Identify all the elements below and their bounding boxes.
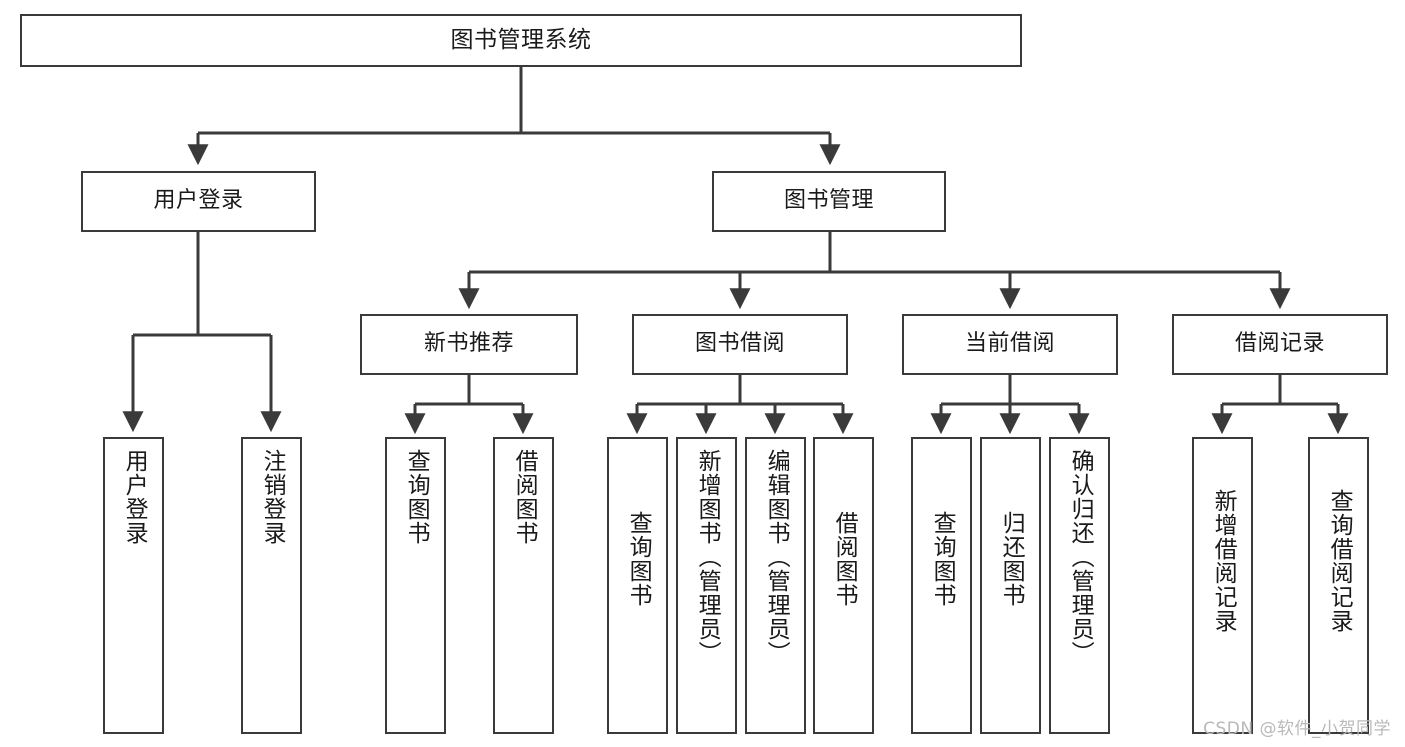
node-current-borrow[interactable]: 当前借阅: [902, 314, 1118, 375]
leaf-record-add-record[interactable]: 新增借阅记录: [1192, 437, 1253, 734]
node-label: 注销登录: [259, 449, 286, 545]
node-label: 编辑图书（管理员）: [763, 449, 790, 665]
node-root-system[interactable]: 图书管理系统: [20, 14, 1022, 67]
leaf-record-query-record[interactable]: 查询借阅记录: [1308, 437, 1369, 734]
leaf-borrow-edit-book-admin[interactable]: 编辑图书（管理员）: [745, 437, 806, 734]
node-label: 归还图书: [998, 511, 1025, 607]
leaf-borrow-query-book[interactable]: 查询图书: [607, 437, 668, 734]
node-label: 图书借阅: [694, 331, 785, 357]
leaf-recommend-query-book[interactable]: 查询图书: [385, 437, 446, 734]
node-label: 借阅图书: [511, 449, 538, 545]
node-label: 查询图书: [929, 511, 956, 607]
node-label: 新书推荐: [423, 331, 514, 357]
node-borrow-record[interactable]: 借阅记录: [1172, 314, 1388, 375]
node-label: 当前借阅: [964, 331, 1055, 357]
node-book-borrow[interactable]: 图书借阅: [632, 314, 848, 375]
node-label: 查询图书: [625, 511, 652, 607]
node-user-login[interactable]: 用户登录: [81, 171, 316, 232]
node-label: 确认归还（管理员）: [1067, 449, 1094, 665]
node-label: 图书管理: [783, 188, 874, 214]
node-label: 查询图书: [403, 449, 430, 545]
node-label: 新增借阅记录: [1210, 489, 1237, 633]
node-label: 图书管理系统: [450, 26, 592, 53]
node-label: 借阅图书: [831, 511, 858, 607]
node-book-management[interactable]: 图书管理: [712, 171, 946, 232]
leaf-borrow-borrow-book[interactable]: 借阅图书: [813, 437, 874, 734]
node-label: 用户登录: [121, 449, 148, 545]
leaf-user-login-login[interactable]: 用户登录: [103, 437, 164, 734]
leaf-borrow-add-book-admin[interactable]: 新增图书（管理员）: [676, 437, 737, 734]
leaf-recommend-borrow-book[interactable]: 借阅图书: [493, 437, 554, 734]
leaf-current-return-book[interactable]: 归还图书: [980, 437, 1041, 734]
node-label: 借阅记录: [1234, 331, 1325, 357]
watermark: CSDN @软件_小贺同学: [1203, 719, 1391, 739]
leaf-user-login-logout[interactable]: 注销登录: [241, 437, 302, 734]
node-label: 查询借阅记录: [1326, 489, 1353, 633]
leaf-current-query-book[interactable]: 查询图书: [911, 437, 972, 734]
node-label: 新增图书（管理员）: [694, 449, 721, 665]
leaf-current-confirm-return-admin[interactable]: 确认归还（管理员）: [1049, 437, 1110, 734]
node-label: 用户登录: [153, 188, 244, 214]
node-new-book-recommend[interactable]: 新书推荐: [360, 314, 578, 375]
